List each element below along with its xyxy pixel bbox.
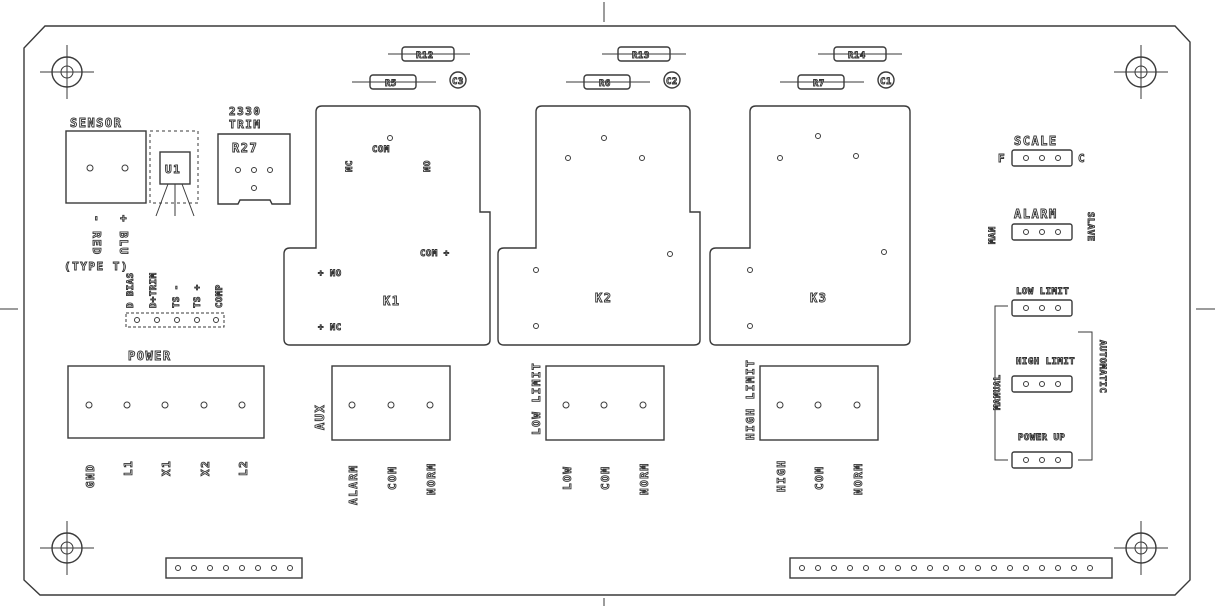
low-limit-terminal-block (545, 365, 665, 441)
svg-text:+ NC: + NC (318, 323, 342, 333)
svg-text:R5: R5 (385, 79, 397, 89)
svg-text:C3: C3 (452, 77, 464, 87)
resistor-group-1: R12 R5 C3 (352, 46, 470, 90)
mounting-hole-bottom-left (40, 521, 94, 575)
svg-text:R7: R7 (813, 79, 825, 89)
mounting-hole-top-right (1114, 45, 1168, 99)
sensor-pin-labels: D BIAS D+TRIM TS - TS + COMP (126, 272, 226, 308)
alarm-title: ALARM (1014, 207, 1058, 221)
power-pin-labels: GND L1 X1 X2 L2 (84, 459, 251, 488)
svg-text:NORM: NORM (638, 463, 651, 496)
board-outline (23, 25, 1191, 596)
svg-text:U1: U1 (165, 163, 181, 176)
high-limit-label: HIGH LIMIT (744, 359, 757, 440)
mounting-hole-top-left (40, 45, 94, 99)
sensor-blu-label: + BLU (117, 215, 130, 256)
relay-k2-outline (497, 105, 701, 346)
power-terminal-block (67, 365, 265, 439)
scale-jumper (1011, 149, 1073, 167)
relay-k2-label: K2 (595, 291, 612, 305)
sensor-type-label: (TYPE T) (64, 260, 129, 273)
trim-title-1: 2330 (229, 105, 262, 118)
svg-text:NORM: NORM (852, 463, 865, 496)
relay-k1-label: K1 (383, 294, 400, 308)
ribbon-header-left-pins (175, 565, 293, 571)
svg-text:COM: COM (813, 466, 826, 490)
sensor-red-label: - RED (90, 215, 103, 256)
resistor-group-3: R14 R7 C1 (780, 46, 902, 90)
svg-text:+ NO: + NO (318, 269, 342, 279)
svg-text:COM: COM (599, 466, 612, 490)
svg-text:SLAVE: SLAVE (1085, 212, 1095, 242)
low-limit-jumper-title: LOW LIMIT (1016, 287, 1069, 297)
sensor-title: SENSOR (70, 116, 122, 130)
power-up-jumper-title: POWER UP (1018, 433, 1065, 443)
svg-text:L2: L2 (237, 460, 250, 476)
relay-k3-label: K3 (810, 291, 827, 305)
aux-label: AUX (313, 404, 327, 430)
aux-terminal-block (331, 365, 451, 441)
trim-title-2: TRIM (229, 118, 262, 131)
high-limit-terminal-block (759, 365, 879, 441)
svg-text:R12: R12 (416, 51, 434, 61)
ribbon-header-right-pins (799, 565, 1093, 571)
mounting-hole-bottom-right (1114, 521, 1168, 575)
svg-text:GND: GND (84, 464, 97, 488)
svg-text:COM: COM (372, 145, 390, 155)
svg-text:MAN: MAN (988, 226, 998, 244)
svg-text:R13: R13 (632, 51, 650, 61)
svg-text:R27: R27 (232, 141, 258, 155)
power-title: POWER (128, 349, 172, 363)
manual-label: MANUAL (993, 374, 1003, 410)
relay-k3-outline (709, 105, 911, 346)
relay-k1-outline (283, 105, 491, 346)
svg-text:HIGH: HIGH (775, 460, 788, 493)
svg-text:NORM: NORM (425, 463, 438, 496)
svg-text:NO: NO (423, 160, 433, 172)
svg-text:F: F (998, 152, 1006, 165)
svg-text:L1: L1 (122, 460, 135, 476)
svg-text:C: C (1078, 152, 1086, 165)
svg-text:R6: R6 (599, 79, 611, 89)
svg-text:X1: X1 (160, 460, 173, 476)
svg-text:LOW: LOW (561, 466, 574, 490)
svg-text:R14: R14 (848, 51, 866, 61)
trim-pot-r27 (217, 133, 291, 205)
ribbon-header-left (165, 557, 303, 579)
svg-text:TS +: TS + (193, 284, 203, 308)
low-limit-jumper (1011, 299, 1073, 317)
svg-text:COMP: COMP (215, 284, 225, 308)
automatic-label: AUTOMATIC (1097, 340, 1107, 393)
alarm-jumper (1011, 223, 1073, 241)
svg-text:COM +: COM + (420, 249, 450, 259)
svg-text:X2: X2 (199, 460, 212, 476)
low-limit-label: LOW LIMIT (530, 362, 543, 435)
resistor-group-2: R13 R6 C2 (566, 46, 686, 90)
sensor-pin-header (125, 312, 225, 328)
svg-text:D BIAS: D BIAS (126, 272, 136, 308)
sensor-connector (65, 130, 147, 204)
svg-text:D+TRIM: D+TRIM (149, 272, 159, 308)
high-limit-jumper (1011, 375, 1073, 393)
ribbon-header-right (789, 557, 1113, 579)
svg-text:TS -: TS - (172, 284, 182, 308)
svg-text:C1: C1 (880, 77, 892, 87)
power-up-jumper (1011, 451, 1073, 469)
scale-title: SCALE (1014, 134, 1058, 148)
svg-text:COM: COM (386, 466, 399, 490)
svg-text:NC: NC (345, 160, 355, 172)
svg-text:ALARM: ALARM (347, 464, 360, 505)
svg-text:C2: C2 (666, 77, 678, 87)
high-limit-jumper-title: HIGH LIMIT (1016, 357, 1075, 367)
